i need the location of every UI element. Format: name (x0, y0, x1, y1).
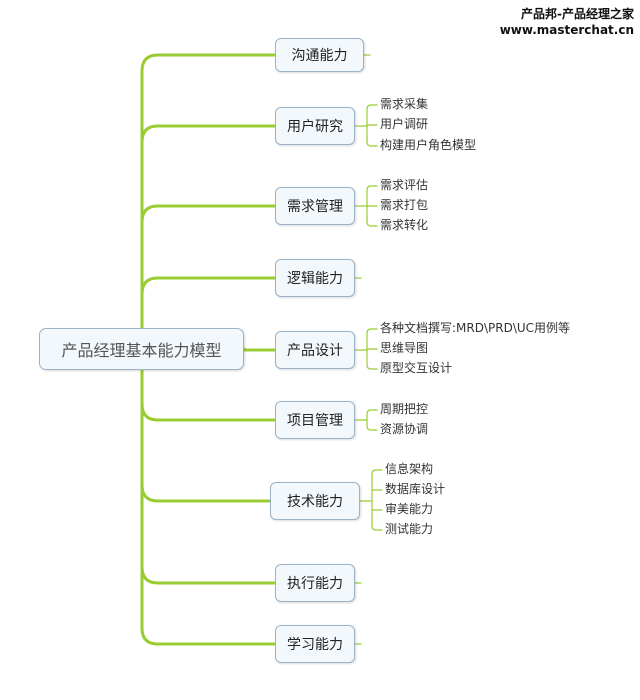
connector-line (140, 124, 277, 144)
watermark: 产品邦-产品经理之家 www.masterchat.cn (500, 6, 634, 38)
connector-line (366, 185, 378, 191)
branch-node[interactable]: 需求管理 (275, 187, 355, 225)
leaf-item[interactable]: 需求转化 (380, 218, 429, 232)
leaf-item[interactable]: 原型交互设计 (380, 361, 453, 375)
connector-line (140, 276, 277, 296)
connector-line (366, 221, 378, 227)
connector-line (140, 565, 277, 585)
connector-line (366, 328, 378, 334)
branch-node[interactable]: 项目管理 (275, 401, 355, 439)
branch-node[interactable]: 执行能力 (275, 564, 355, 602)
connector-line (140, 402, 277, 422)
branch-node[interactable]: 沟通能力 (275, 38, 364, 72)
connector-line (366, 141, 378, 147)
connector-line (366, 104, 378, 110)
connector-line (140, 483, 272, 503)
branch-node[interactable]: 用户研究 (275, 107, 355, 145)
connector-line (140, 204, 277, 224)
watermark-url: www.masterchat.cn (499, 23, 634, 37)
root-node[interactable]: 产品经理基本能力模型 (39, 328, 244, 370)
leaf-item[interactable]: 审美能力 (385, 502, 434, 516)
branch-node[interactable]: 产品设计 (275, 331, 355, 369)
branch-node[interactable]: 逻辑能力 (275, 259, 355, 297)
connector-line (140, 53, 277, 73)
leaf-item[interactable]: 思维导图 (380, 341, 429, 355)
leaf-item[interactable]: 需求打包 (380, 198, 429, 212)
branch-node[interactable]: 技术能力 (270, 482, 360, 520)
connector-line (371, 469, 383, 475)
connector-line (366, 409, 378, 415)
connector-line (371, 525, 383, 531)
connector-line (140, 626, 277, 646)
branch-node[interactable]: 学习能力 (275, 625, 355, 663)
connector-line (366, 425, 378, 431)
leaf-item[interactable]: 周期把控 (380, 402, 429, 416)
watermark-title: 产品邦-产品经理之家 (521, 7, 634, 21)
leaf-item[interactable]: 测试能力 (385, 522, 434, 536)
leaf-item[interactable]: 用户调研 (380, 117, 429, 131)
leaf-item[interactable]: 需求评估 (380, 178, 429, 192)
leaf-item[interactable]: 各种文档撰写:MRD\PRD\UC用例等 (380, 321, 571, 335)
connector-line (366, 364, 378, 370)
leaf-item[interactable]: 需求采集 (380, 97, 429, 111)
leaf-item[interactable]: 资源协调 (380, 422, 429, 436)
leaf-item[interactable]: 构建用户角色模型 (380, 138, 477, 152)
leaf-item[interactable]: 信息架构 (385, 462, 434, 476)
leaf-item[interactable]: 数据库设计 (385, 482, 446, 496)
